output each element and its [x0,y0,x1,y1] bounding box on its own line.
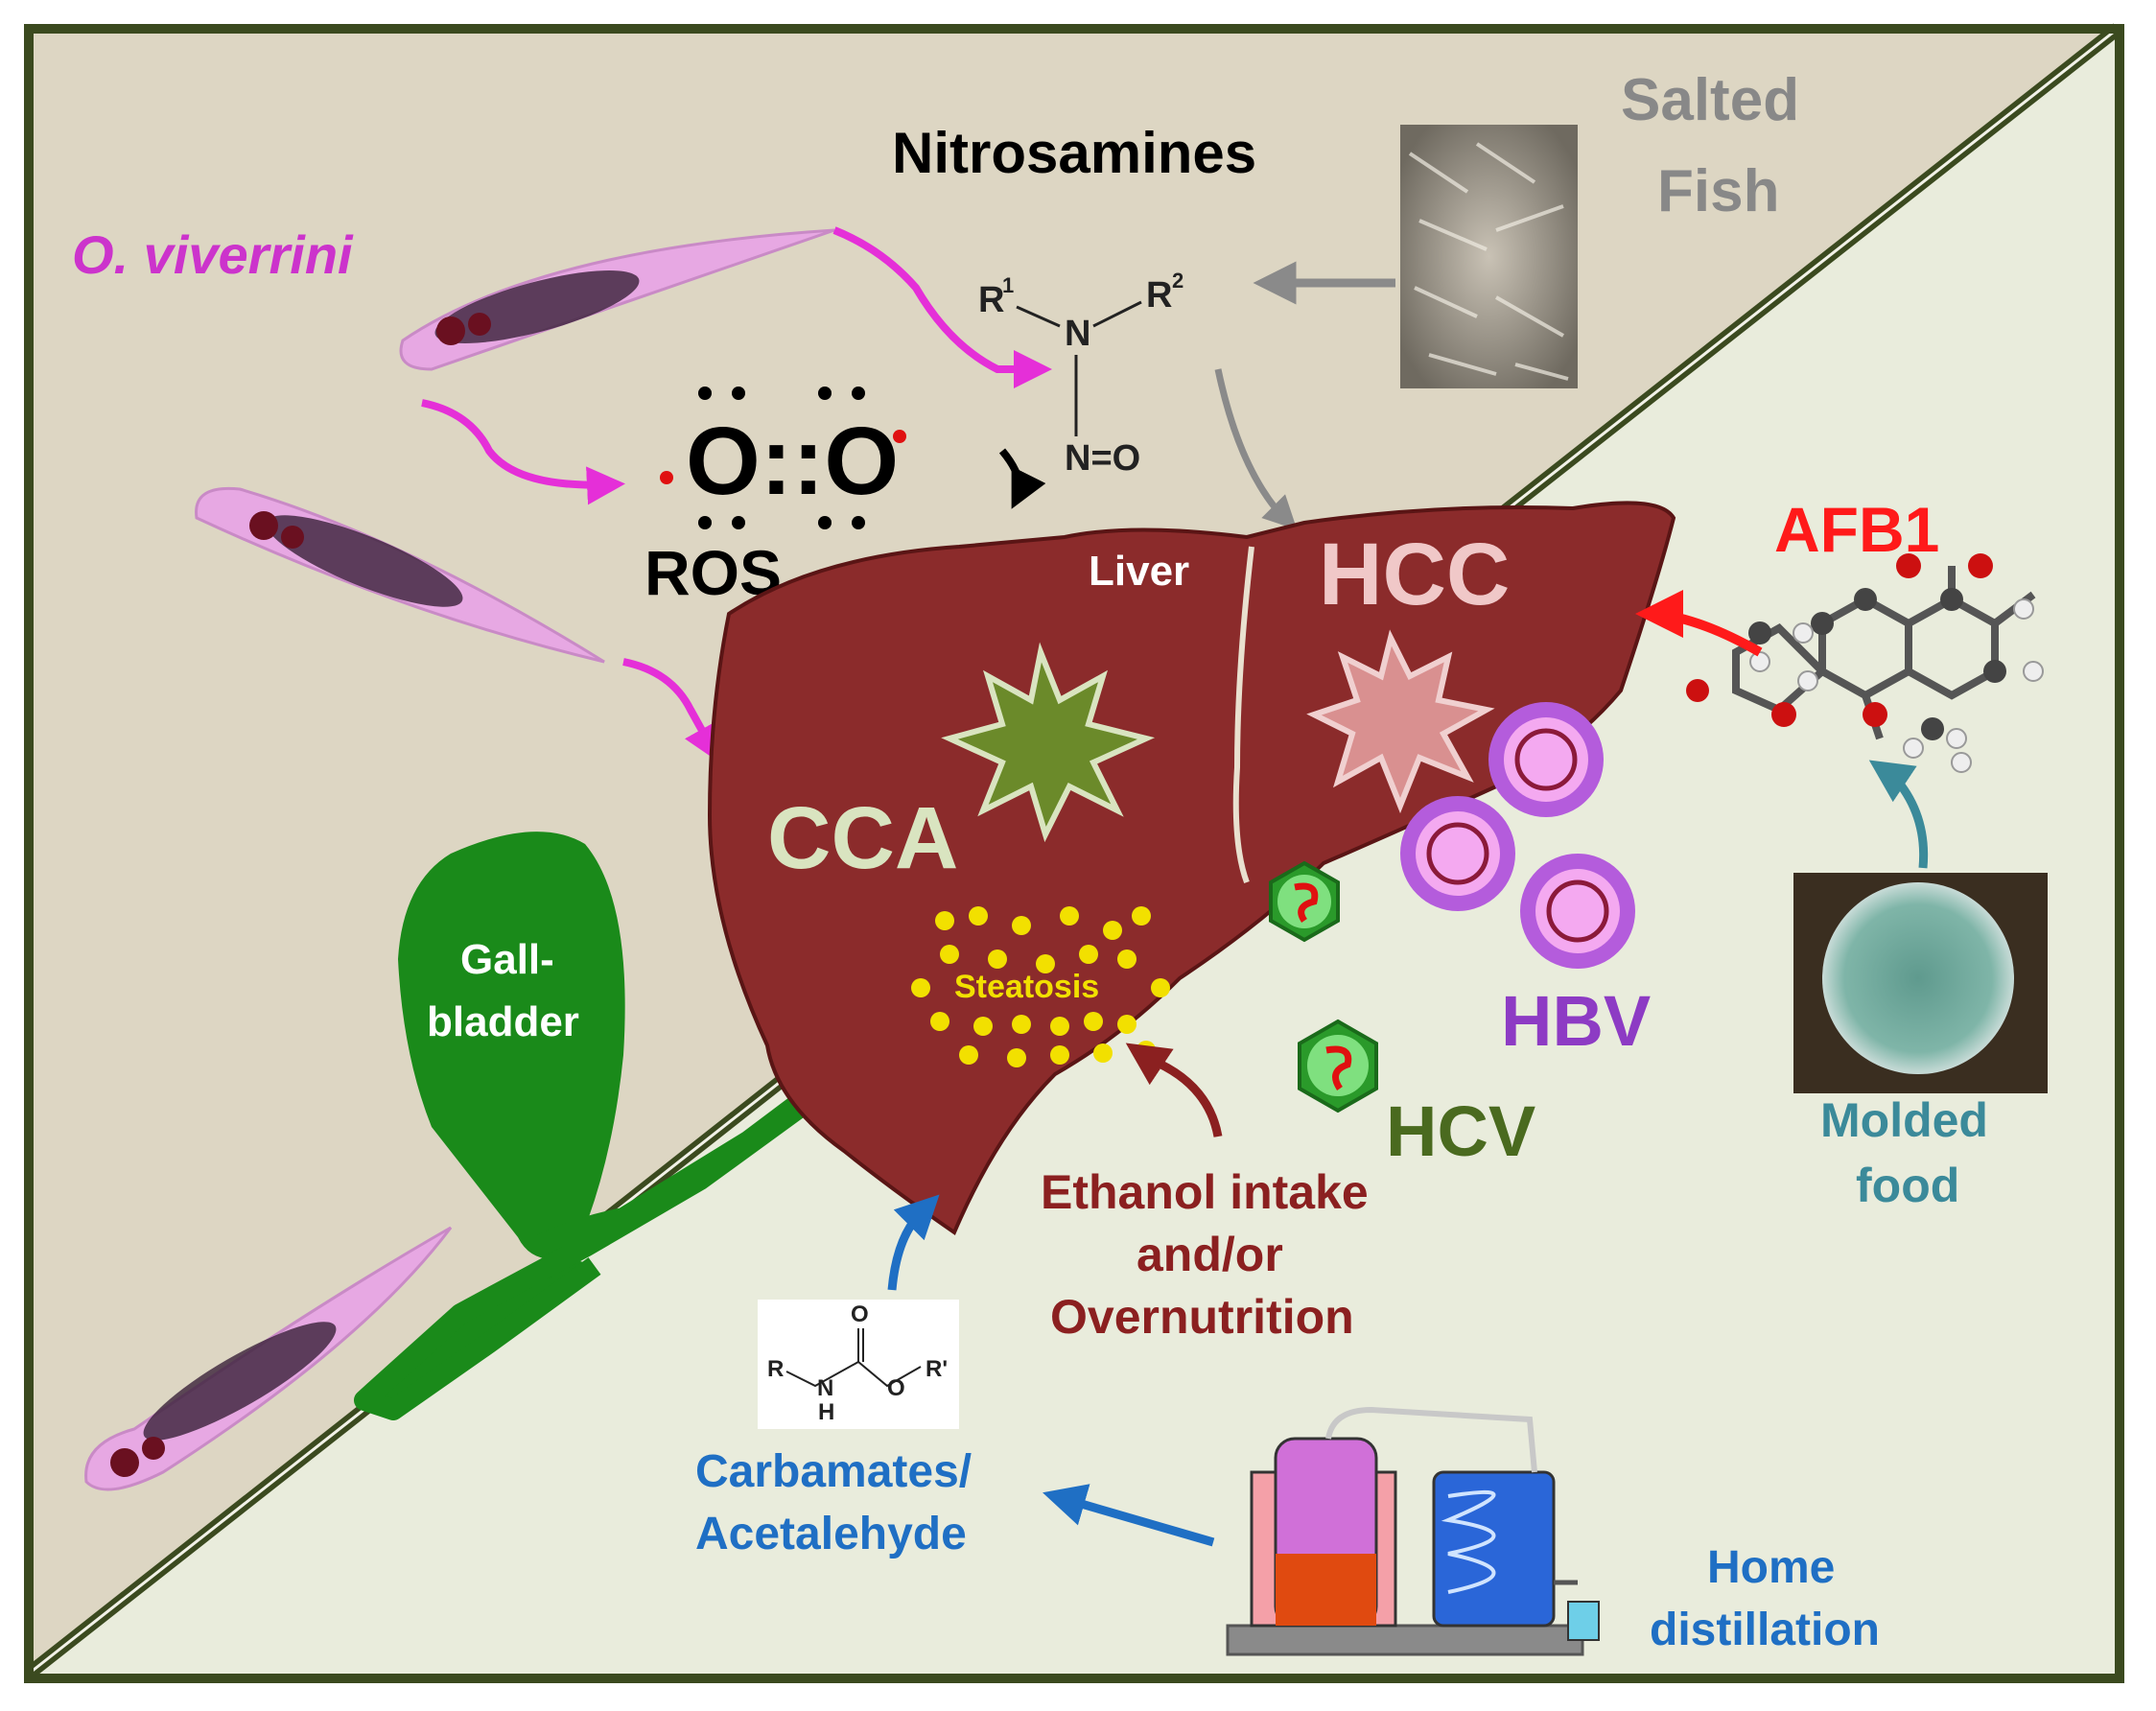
hbv-virus-2 [1400,796,1515,911]
arrow-distillation-to-carbamates [1043,1484,1215,1547]
ethanol-label-2: and/or [1137,1228,1283,1281]
cca-tumor [941,642,1156,843]
ethanol-label-3: Overnutrition [1050,1290,1354,1344]
liver-fluke-2 [195,486,605,664]
svg-text:R': R' [926,1356,948,1382]
steatosis-droplets [911,906,1170,1067]
arrow-molded-food-to-afb1 [1868,760,1929,869]
arrow-carbamate-to-liver [887,1194,940,1291]
hcc-label: HCC [1319,526,1510,623]
svg-text:O: O [851,1301,869,1327]
afb1-atoms [1686,553,2044,773]
mold-colony [1822,882,2014,1074]
distillation-apparatus [1226,1406,1600,1656]
hbv-virus-1 [1488,702,1604,817]
svg-text:1: 1 [1002,273,1014,297]
salted-fish-label-1: Salted [1621,67,1799,133]
home-distillation-label-1: Home [1707,1542,1835,1593]
afb1-label: AFB1 [1774,494,1939,565]
ethanol-label-1: Ethanol intake [1041,1165,1369,1219]
liver-lobe-divider [1232,546,1254,884]
hbv-label: HBV [1501,981,1651,1061]
hcv-virus-1 [1269,860,1340,943]
arrow-nitrosamine-to-hcc [1214,368,1298,530]
arrow-fluke-to-liver [622,658,720,763]
arrow-fluke-to-ros [421,399,625,505]
nitrosamine-structure: R 1 N R 2 N=O [978,269,1183,479]
hcv-virus-2 [1298,1019,1378,1113]
svg-text:N: N [1065,314,1090,354]
hbv-virus-3 [1520,854,1635,969]
o-viverrini-label: O. viverrini [72,224,354,285]
ros-structure: O::O [660,387,906,529]
svg-text:R: R [978,280,1004,320]
liver-fluke-3 [84,1226,453,1491]
hcv-label: HCV [1386,1091,1535,1171]
fish-texture [1408,142,1569,381]
svg-text:O: O [887,1375,905,1401]
svg-text:2: 2 [1172,269,1183,293]
bile-duct [354,1073,835,1420]
molded-food-label-2: food [1856,1159,1959,1212]
liver-label: Liver [1089,548,1189,595]
svg-text:R: R [767,1356,784,1382]
carbamate-structure-box [758,1300,959,1429]
carbamates-label-1: Carbamates/ [695,1446,972,1497]
nitrosamines-label: Nitrosamines [892,121,1256,185]
gallbladder-label-1: Gall- [460,936,554,983]
frame-border [24,24,2124,1683]
carbamate-structure: R N H O O R' [767,1301,948,1425]
home-distillation-label-2: distillation [1650,1605,1880,1655]
svg-text:O::O: O::O [686,408,899,515]
svg-text:H: H [818,1399,834,1425]
arrow-ethanol-to-liver [1125,1043,1223,1137]
gallbladder-label-2: bladder [427,998,579,1045]
svg-text:N=O: N=O [1065,438,1140,479]
hcc-tumor [1306,629,1495,814]
arrow-ros-to-liver [998,448,1046,509]
liver-fluke-1 [399,228,835,371]
arrow-afb1-to-hcc [1635,590,1763,657]
steatosis-label: Steatosis [954,969,1099,1005]
cca-label: CCA [767,789,958,887]
salted-fish-label-2: Fish [1657,158,1779,224]
arrow-fluke-to-nitrosamine [832,226,1052,388]
molded-food-label-1: Molded [1820,1093,1988,1147]
gallbladder [398,832,625,1259]
svg-text:R: R [1146,275,1172,316]
carbamates-label-2: Acetalehyde [695,1509,967,1559]
